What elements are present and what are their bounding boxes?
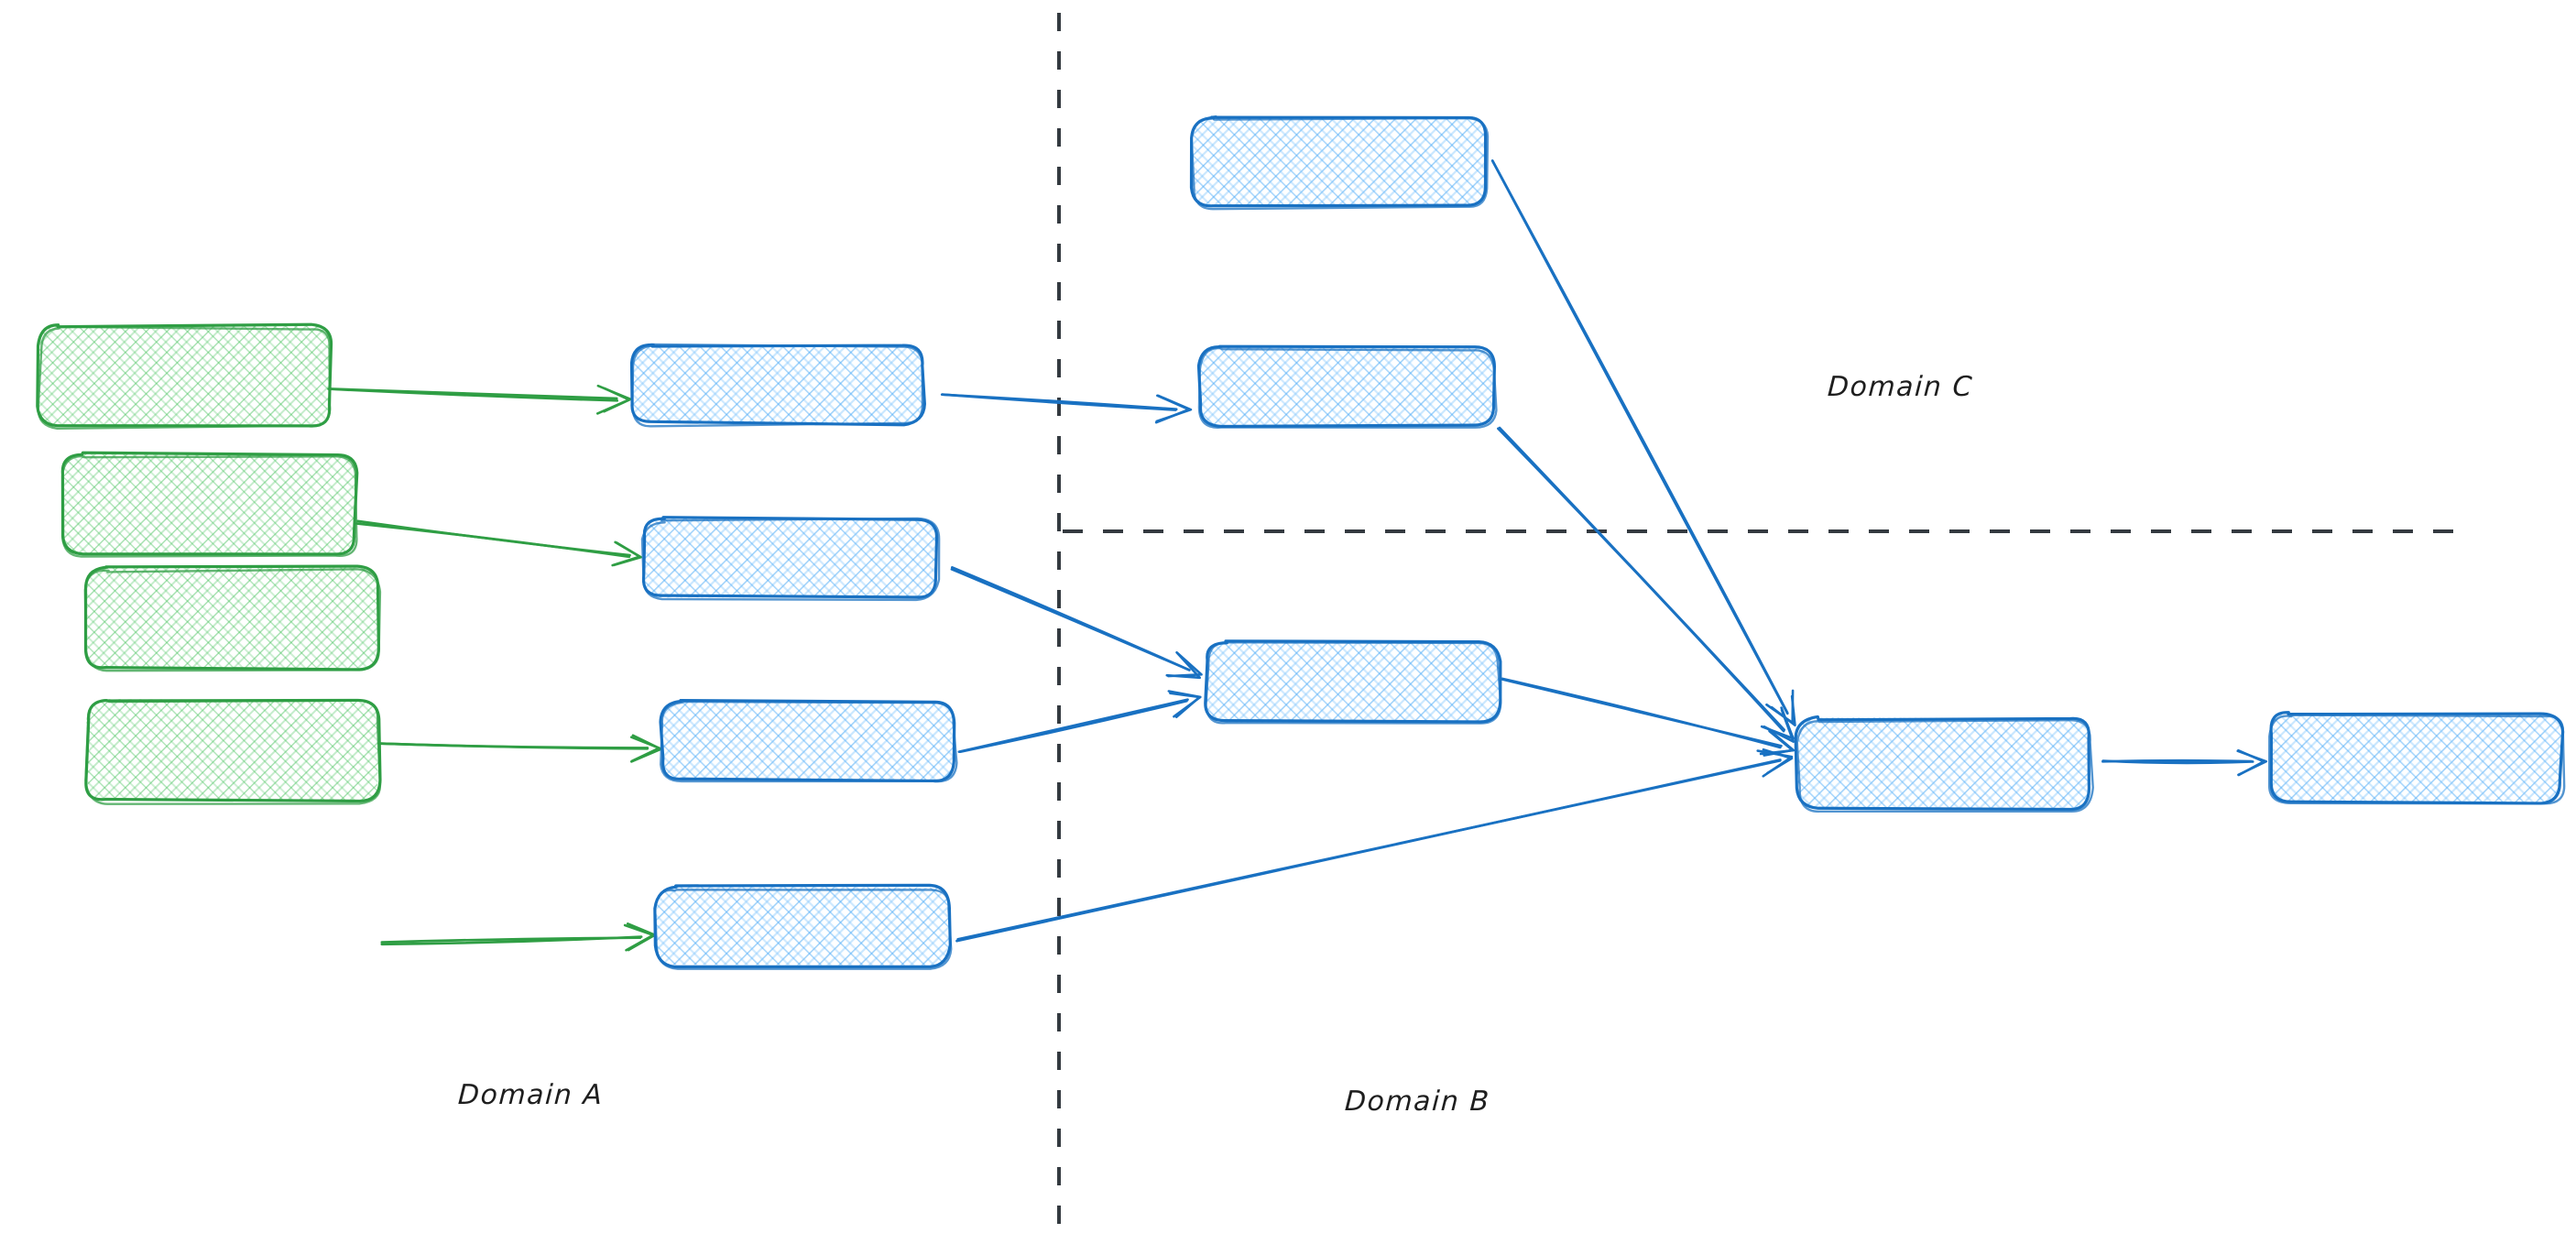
node-b3[interactable] [659,698,958,783]
edge-b3-to-c3 [957,690,1202,754]
edge-a2-to-b2 [355,519,642,567]
edge-b2-to-c3 [950,566,1203,680]
node-a2[interactable] [60,451,359,558]
edge-d1-to-d2 [2101,748,2268,777]
node-b2[interactable] [640,516,941,602]
edge-b1-to-c2 [940,393,1193,424]
label-domain-b: Domain B [1344,1086,1491,1118]
label-domain-a: Domain A [457,1079,605,1111]
edge-c3-to-d1 [1501,677,1796,757]
edge-a3-to-b3 [377,734,663,763]
node-a4[interactable] [84,698,382,805]
edge-layer [327,159,2268,952]
node-c1[interactable] [1189,115,1490,211]
node-d1[interactable] [1794,715,2094,813]
edge-a4-to-b4 [380,922,657,952]
node-c3[interactable] [1204,639,1502,725]
label-domain-c: Domain C [1827,371,1974,403]
edge-c2-to-d1 [1497,426,1795,743]
edge-c1-to-d1 [1490,159,1796,727]
node-b1[interactable] [629,343,926,428]
node-d2[interactable] [2267,711,2566,805]
edge-a1-to-b1 [327,384,632,415]
node-layer [36,115,2566,970]
node-c2[interactable] [1196,344,1498,429]
node-b4[interactable] [653,883,953,970]
divider-layer [1057,13,2464,1242]
node-a3[interactable] [83,564,382,672]
node-a1[interactable] [36,322,333,430]
edge-b4-to-d1 [955,748,1794,943]
